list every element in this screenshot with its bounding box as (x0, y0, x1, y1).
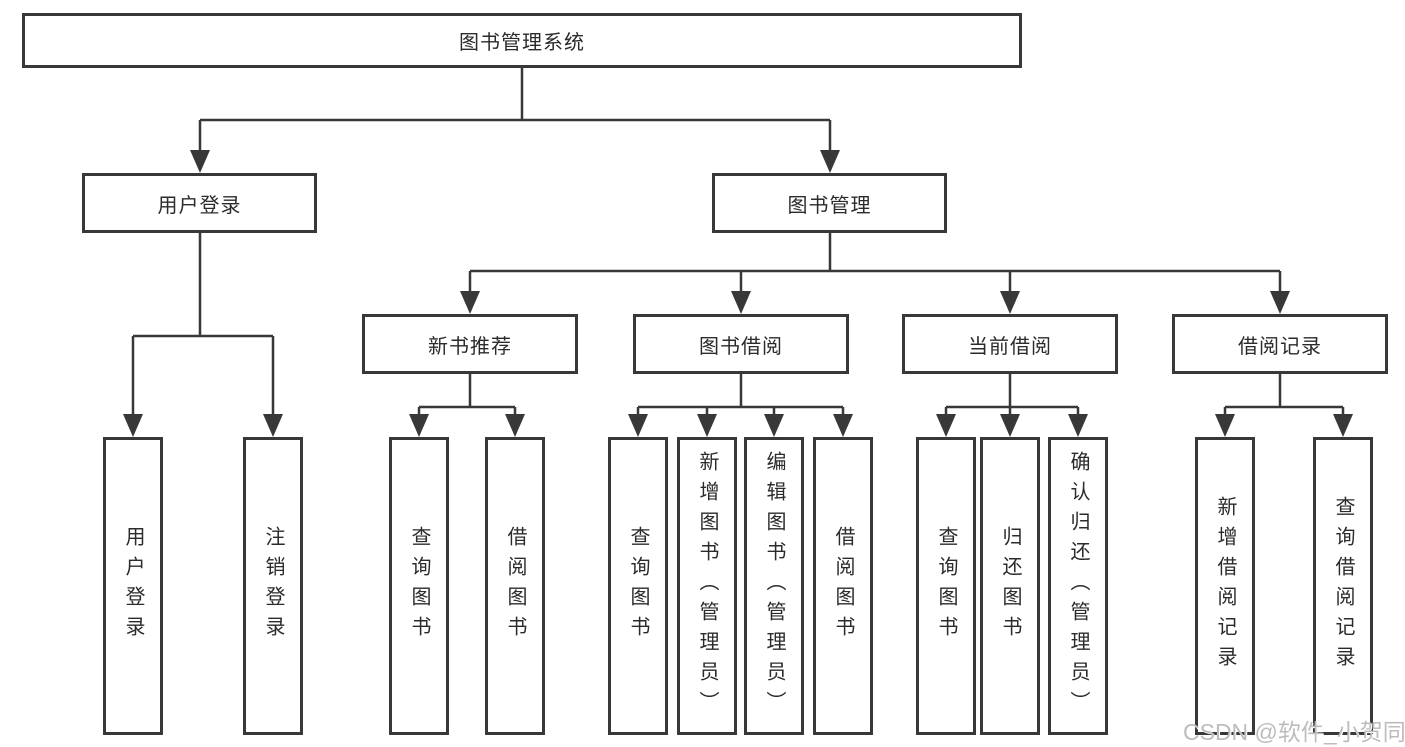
leaf-query-books-rec: 查询图书 (389, 437, 449, 735)
leaf-return-books: 归还图书 (980, 437, 1040, 735)
leaf-user-login: 用户登录 (103, 437, 163, 735)
leaf-label: 查询图书 (627, 526, 649, 646)
leaf-label: 归还图书 (999, 526, 1021, 646)
arrowhead-icons (123, 150, 1353, 437)
leaf-label: 用户登录 (122, 526, 144, 646)
node-book-mgmt-label: 图书管理 (787, 194, 872, 217)
leaf-confirm-return-admin: 确认归还（管理员） (1048, 437, 1108, 735)
leaf-add-borrow-record: 新增借阅记录 (1195, 437, 1255, 735)
leaf-label: 借阅图书 (832, 526, 854, 646)
node-root: 图书管理系统 (22, 13, 1022, 68)
node-new-book-rec-label: 新书推荐 (428, 335, 512, 358)
leaf-add-books-admin: 新增图书（管理员） (677, 437, 737, 735)
leaf-label: 查询图书 (935, 526, 957, 646)
node-user-login: 用户登录 (82, 173, 317, 233)
node-book-borrow: 图书借阅 (633, 314, 849, 374)
node-user-login-label: 用户登录 (157, 194, 242, 217)
leaf-label: 编辑图书（管理员） (763, 451, 785, 721)
node-new-book-rec: 新书推荐 (362, 314, 578, 374)
leaf-label: 查询借阅记录 (1332, 496, 1354, 676)
node-root-label: 图书管理系统 (459, 32, 585, 54)
leaf-label: 新增借阅记录 (1214, 496, 1236, 676)
tree-edges (131, 68, 1345, 429)
node-book-mgmt: 图书管理 (712, 173, 947, 233)
leaf-query-books-current: 查询图书 (916, 437, 976, 735)
node-book-borrow-label: 图书借阅 (699, 335, 783, 358)
csdn-watermark: CSDN @软件_小贺同学 (1183, 719, 1405, 745)
leaf-edit-books-admin: 编辑图书（管理员） (744, 437, 804, 735)
node-current-borrow: 当前借阅 (902, 314, 1118, 374)
leaf-label: 确认归还（管理员） (1067, 451, 1089, 721)
leaf-borrow-books: 借阅图书 (813, 437, 873, 735)
leaf-query-books-borrow: 查询图书 (608, 437, 668, 735)
leaf-query-borrow-record: 查询借阅记录 (1313, 437, 1373, 735)
node-borrow-records-label: 借阅记录 (1238, 335, 1322, 358)
leaf-label: 新增图书（管理员） (696, 451, 718, 721)
leaf-label: 查询图书 (408, 526, 430, 646)
node-current-borrow-label: 当前借阅 (968, 335, 1052, 358)
leaf-borrow-books-rec: 借阅图书 (485, 437, 545, 735)
leaf-logout: 注销登录 (243, 437, 303, 735)
node-borrow-records: 借阅记录 (1172, 314, 1388, 374)
leaf-label: 注销登录 (262, 526, 284, 646)
leaf-label: 借阅图书 (504, 526, 526, 646)
